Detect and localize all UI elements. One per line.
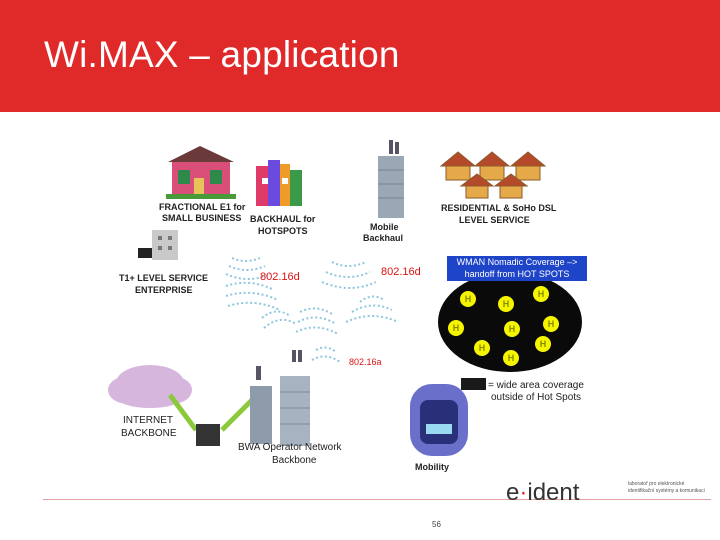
mobile-label: Mobile <box>370 222 399 233</box>
mobile-backhaul-tower <box>378 140 404 218</box>
backhaul-label: BACKHAUL for <box>250 214 315 225</box>
mobility-device <box>410 384 468 456</box>
eident-logo: e·ident <box>506 479 579 507</box>
std-right-label: 802.16d <box>381 267 421 278</box>
internet-label: INTERNET <box>123 415 173 426</box>
backbone-label: BACKBONE <box>121 428 177 439</box>
hotspot: H <box>535 336 551 352</box>
hotspots-label: HOTSPOTS <box>258 226 308 237</box>
hotspot-buildings <box>256 160 302 206</box>
wide-area-label-1: = wide area coverage <box>488 380 584 391</box>
mobility-label: Mobility <box>415 462 449 473</box>
title-bar: Wi.MAX – application <box>0 0 720 112</box>
residential-houses <box>441 152 545 198</box>
hotspot: H <box>460 291 476 307</box>
bwa-operator-towers <box>250 350 310 446</box>
std-left-label: 802.16d <box>260 272 300 283</box>
signal-waves <box>226 258 398 362</box>
wide-area-legend-chip <box>461 378 486 390</box>
residential-label: RESIDENTIAL & SoHo DSL <box>441 203 556 214</box>
tagline-line-1: laboratoř pro elektronické <box>628 481 705 488</box>
bwa-backbone-label: Backbone <box>272 455 316 466</box>
wide-area-label-2: outside of Hot Spots <box>491 392 581 403</box>
hotspot: H <box>533 286 549 302</box>
nomadic-line-1: WMAN Nomadic Coverage –> <box>447 256 587 268</box>
hotspot: H <box>474 340 490 356</box>
hotspot: H <box>498 296 514 312</box>
hotspot: H <box>504 321 520 337</box>
std-center-label: 802.16a <box>349 357 382 368</box>
small-business-building <box>166 146 236 199</box>
page-number: 56 <box>432 520 441 529</box>
router-box <box>196 424 220 446</box>
level-service-label: LEVEL SERVICE <box>459 215 530 226</box>
slide-title: Wi.MAX – application <box>44 34 400 76</box>
bwa-network-label: BWA Operator Network <box>238 442 342 453</box>
nomadic-coverage-box: WMAN Nomadic Coverage –> handoff from HO… <box>447 256 587 281</box>
small-business-label: SMALL BUSINESS <box>162 213 241 224</box>
fractional-e1-label: FRACTIONAL E1 for <box>159 202 245 213</box>
wimax-diagram <box>0 112 720 502</box>
backhaul2-label: Backhaul <box>363 233 403 244</box>
t1-level-label: T1+ LEVEL SERVICE <box>119 273 208 284</box>
tagline-line-2: identifikační systémy a komunikaci <box>628 488 705 495</box>
enterprise-label: ENTERPRISE <box>135 285 193 296</box>
logo-tagline: laboratoř pro elektronické identifikační… <box>628 481 705 495</box>
footer-divider <box>43 499 711 500</box>
logo-rest: ident <box>527 479 579 506</box>
hotspot: H <box>503 350 519 366</box>
logo-e: e <box>506 479 519 506</box>
hotspot: H <box>543 316 559 332</box>
nomadic-line-2: handoff from HOT SPOTS <box>447 268 587 280</box>
internet-cloud <box>108 365 192 408</box>
hotspot: H <box>448 320 464 336</box>
enterprise-building <box>138 230 178 260</box>
